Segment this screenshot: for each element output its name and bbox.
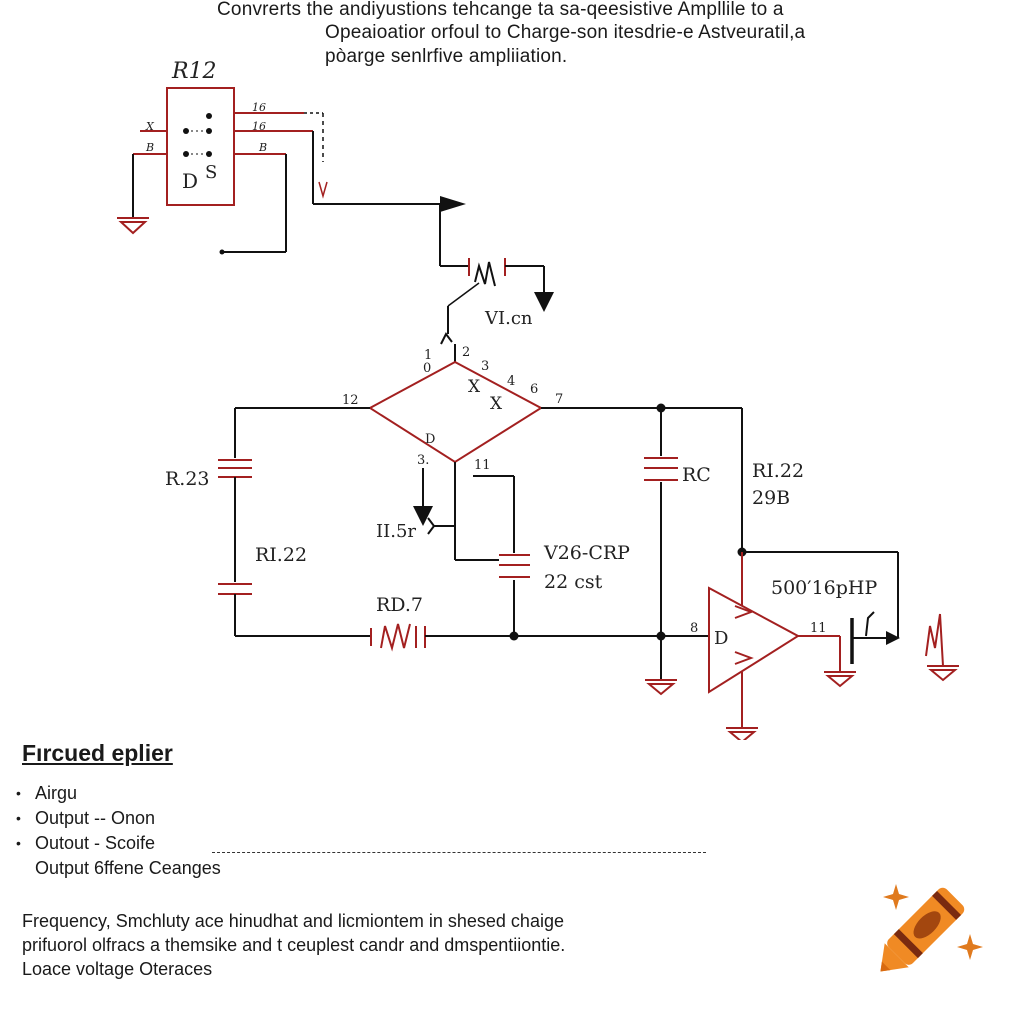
label-node-3b: 3. — [417, 453, 429, 468]
label-pin-b-right: B — [258, 141, 267, 154]
label-node-1: 1 — [424, 348, 432, 363]
opamp-icon — [708, 586, 800, 694]
capacitor-icon — [468, 258, 506, 287]
label-relay-s: S — [205, 162, 217, 183]
label-node-12: 12 — [342, 393, 359, 408]
label-r12: R12 — [171, 59, 217, 84]
paragraph-line: Frequency, Smchluty ace hinudhat and lic… — [22, 911, 564, 931]
list-item: Output -- Onon — [16, 806, 782, 831]
label-pin-x: X — [145, 120, 155, 133]
title-line-3: pòarge senlrfive ampliiation. — [325, 46, 568, 67]
list-item: Outout - Scoife — [16, 831, 782, 856]
label-29b: 29B — [752, 487, 790, 509]
label-freq: 500′16pHP — [771, 577, 877, 599]
label-opamp-d: D — [714, 628, 728, 649]
ground-icon — [726, 727, 758, 740]
label-node-11b: 11 — [810, 621, 827, 636]
resistor-icon — [218, 583, 252, 595]
label-i15: II.5r — [376, 521, 416, 542]
label-node-6: 6 — [530, 382, 538, 397]
label-node-8: 8 — [690, 621, 698, 636]
label-pin-16a: 16 — [252, 101, 266, 114]
circuit-schematic: R12 X B 16 16 B D S VI.cn 1 0 2 3 4 6 7 … — [117, 59, 959, 740]
label-relay-d: D — [182, 169, 198, 193]
paragraph-line: Loace voltage Oteraces — [22, 959, 213, 979]
label-ri22-left: RI.22 — [255, 544, 307, 566]
ground-icon — [927, 665, 959, 682]
label-cst22: 22 cst — [544, 571, 603, 593]
notes-paragraph: Frequency, Smchluty ace hinudhat and lic… — [22, 909, 782, 981]
ground-icon — [824, 671, 856, 688]
list-subitem: Output 6ffene Ceanges — [35, 858, 221, 878]
arrow-icon — [440, 196, 466, 212]
title-line-2: Opeaioatior orfoul to Charge-son itesdri… — [325, 22, 806, 43]
notes-section: Fırcued eplier Airgu Output -- Onon Outo… — [16, 740, 782, 981]
capacitor-icon — [370, 623, 426, 652]
resistor-icon — [218, 459, 252, 478]
label-bridge-x1: X — [468, 377, 481, 397]
notes-list: Airgu Output -- Onon Outout - Scoife Out… — [16, 781, 782, 881]
relay-block — [132, 87, 466, 255]
paragraph-line: prifuorol olfracs a themsike and t ceupl… — [22, 935, 566, 955]
label-bridge-d: D — [425, 432, 435, 447]
ground-icon — [645, 679, 677, 696]
label-ri22-right: RI.22 — [752, 460, 804, 482]
label-rc: RC — [682, 464, 711, 486]
label-node-7: 7 — [555, 392, 563, 407]
dashed-divider — [212, 852, 706, 853]
label-node-4: 4 — [507, 374, 515, 389]
label-node-3: 3 — [481, 359, 489, 374]
label-r23: R.23 — [165, 468, 210, 490]
title-line-1: Convrerts the andiyustions tehcange ta s… — [217, 0, 784, 20]
crayon-icon — [880, 884, 983, 972]
label-node-0: 0 — [423, 361, 431, 376]
notes-heading: Fırcued eplier — [22, 740, 173, 766]
ground-icon — [117, 217, 149, 235]
bridge-rectifier — [368, 360, 543, 464]
label-pin-16b: 16 — [252, 120, 266, 133]
label-vi: VI.cn — [484, 308, 533, 329]
capacitor-icon — [499, 554, 530, 578]
label-node-2: 2 — [462, 345, 470, 360]
sparkle-icon — [883, 884, 909, 910]
label-bridge-x2: X — [490, 394, 503, 414]
label-rd7: RD.7 — [376, 594, 423, 616]
label-node-11: 11 — [474, 458, 491, 473]
arrow-icon — [886, 631, 900, 645]
capacitor-icon — [644, 457, 678, 481]
list-item: Airgu — [16, 781, 782, 806]
label-pin-b-left: B — [145, 141, 154, 154]
sparkle-icon — [957, 934, 983, 960]
label-v26: V26-CRP — [543, 542, 630, 564]
